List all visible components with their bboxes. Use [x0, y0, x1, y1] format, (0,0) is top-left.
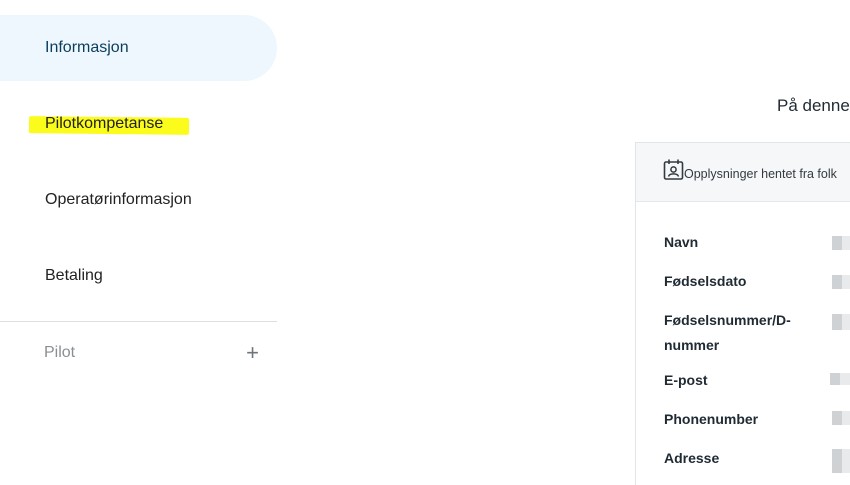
- redacted-value: [832, 449, 850, 473]
- sidebar-item-operatorinformasjon[interactable]: Operatørinformasjon: [0, 167, 277, 233]
- sidebar-divider: [0, 321, 277, 322]
- field-label-line2: nummer: [664, 337, 720, 353]
- section-label: Pilot: [44, 344, 76, 361]
- plus-icon[interactable]: +: [246, 340, 259, 365]
- sidebar-item-label: Informasjon: [45, 39, 129, 56]
- intro-text: På denne: [777, 96, 850, 115]
- field-label-epost: E-post: [664, 372, 708, 388]
- contact-card-icon: [663, 159, 684, 180]
- redacted-value: [832, 275, 850, 289]
- field-label-navn: Navn: [664, 234, 699, 250]
- sidebar-item-label: Operatørinformasjon: [45, 191, 192, 208]
- field-label-phonenumber: Phonenumber: [664, 411, 759, 427]
- highlighted-label: Pilotkompetanse: [28, 115, 190, 135]
- field-label-line1: Fødselsnummer/D-: [664, 312, 791, 328]
- field-label-adresse: Adresse: [664, 450, 720, 466]
- sidebar-item-informasjon[interactable]: Informasjon: [0, 15, 277, 81]
- card-header: Opplysninger hentet fra folk: [636, 143, 850, 202]
- redacted-value: [832, 411, 850, 425]
- redacted-value: [832, 314, 850, 330]
- person-info-card: Opplysninger hentet fra folk Navn Fødsel…: [635, 142, 850, 485]
- sidebar-item-betaling[interactable]: Betaling: [0, 243, 277, 309]
- sidebar-item-label: Betaling: [45, 267, 103, 284]
- field-label-fodselsdato: Fødselsdato: [664, 273, 747, 289]
- card-header-text: Opplysninger hentet fra folk: [684, 167, 837, 181]
- sidebar-section-pilot[interactable]: Pilot +: [0, 330, 277, 376]
- field-label-fodselsnummer: Fødselsnummer/D- nummer: [664, 308, 791, 358]
- sidebar-item-label: Pilotkompetanse: [45, 115, 164, 132]
- redacted-value: [832, 236, 850, 250]
- sidebar-item-pilotkompetanse[interactable]: Pilotkompetanse: [0, 91, 277, 157]
- redacted-value: [830, 373, 850, 385]
- sidebar-nav: Informasjon Pilotkompetanse Operatørinfo…: [0, 0, 277, 485]
